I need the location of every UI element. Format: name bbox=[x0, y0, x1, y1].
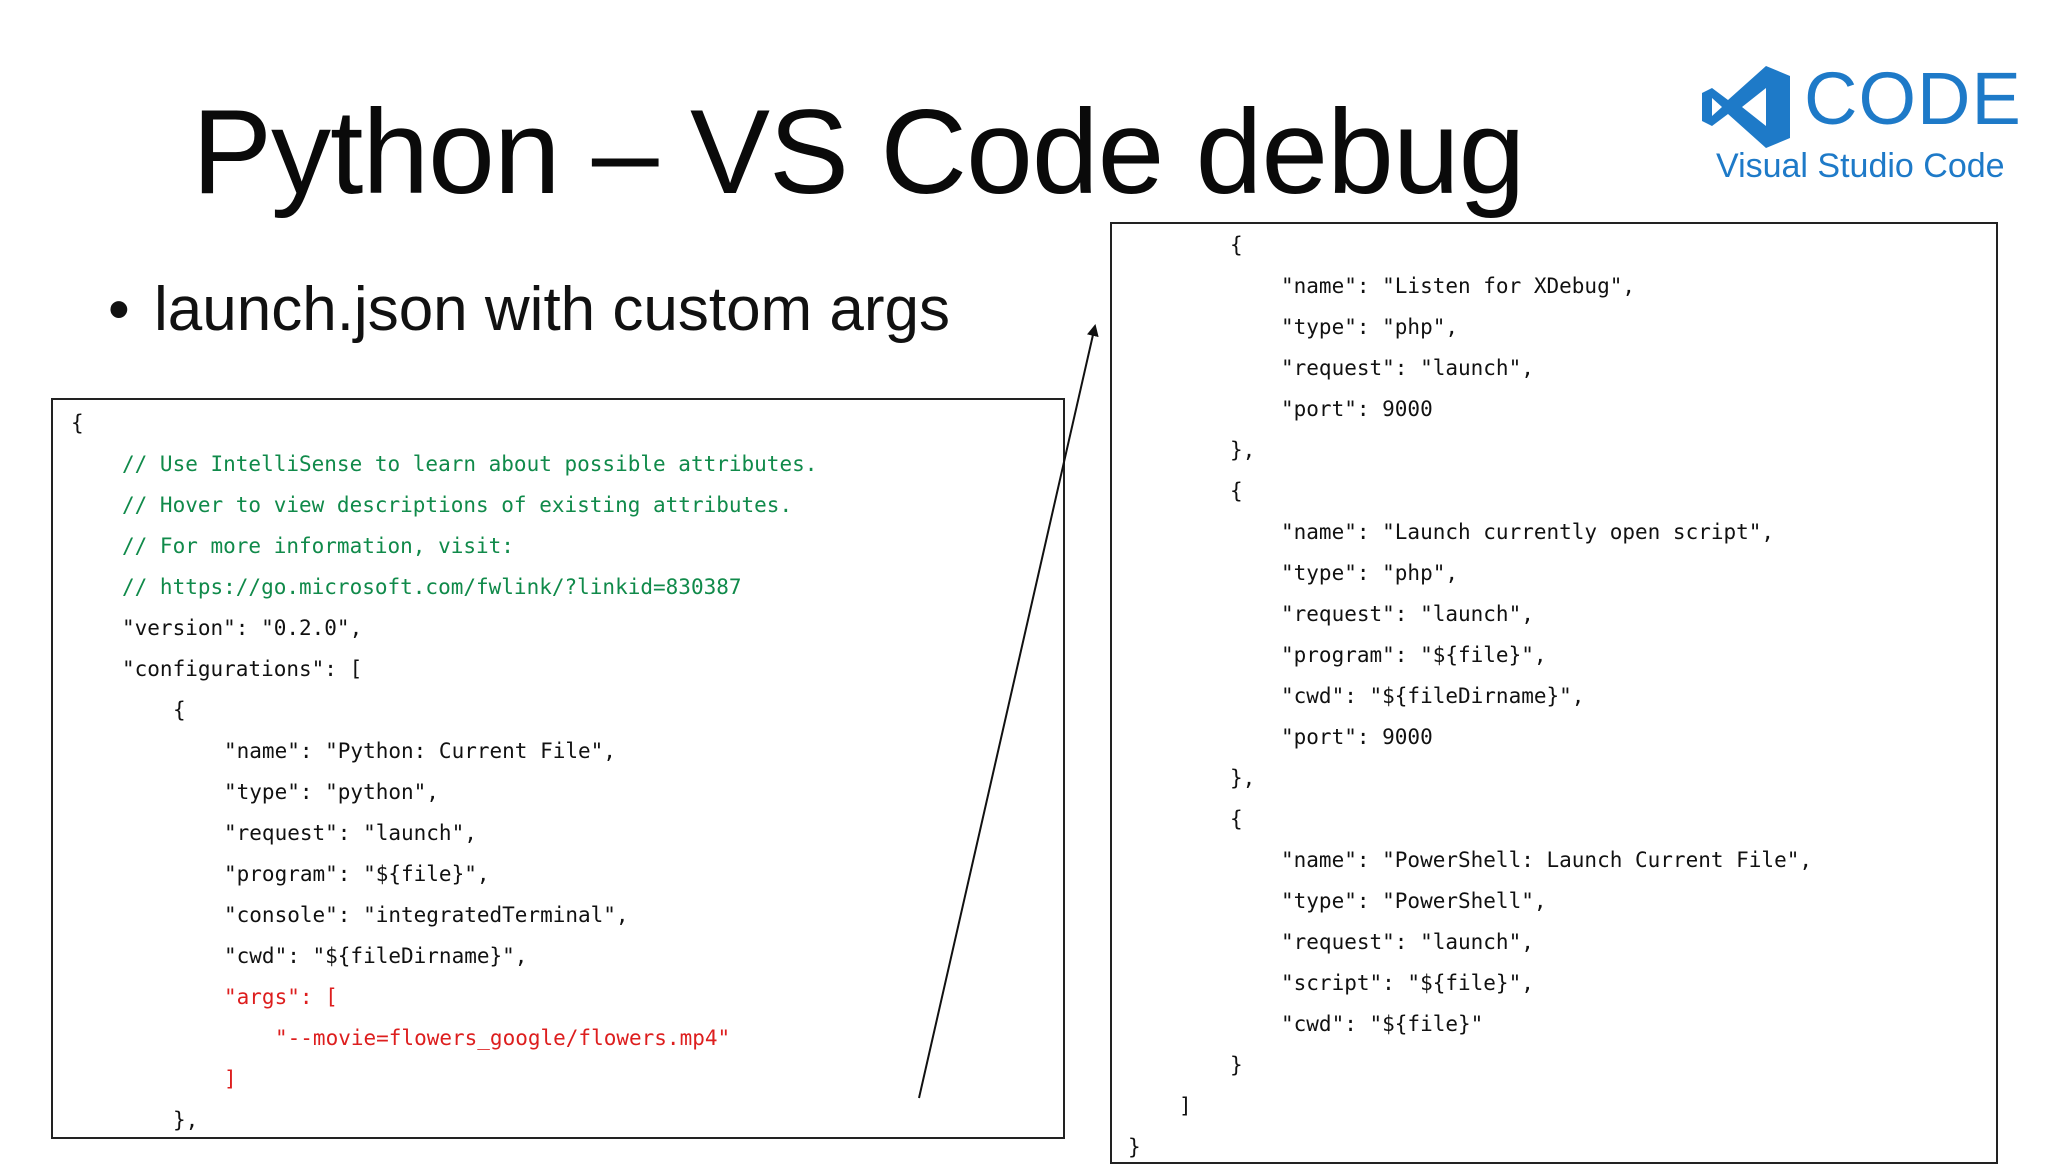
code-line: "port": 9000 bbox=[1281, 725, 1433, 749]
code-line: }, bbox=[1230, 438, 1256, 462]
logo-wordmark: CODE bbox=[1804, 57, 2022, 140]
code-line: "configurations": [ bbox=[122, 657, 363, 681]
code-line: "type": "php", bbox=[1281, 315, 1459, 339]
code-line: // Hover to view descriptions of existin… bbox=[122, 493, 793, 517]
code-line: // Use IntelliSense to learn about possi… bbox=[122, 452, 818, 476]
bullet-dot: • bbox=[108, 275, 130, 344]
code-line: "type": "python", bbox=[224, 780, 439, 804]
code-line: "name": "Python: Current File", bbox=[224, 739, 616, 763]
code-line: { bbox=[1230, 479, 1243, 503]
code-line: "cwd": "${fileDirname}", bbox=[224, 944, 528, 968]
left-code-panel: { // Use IntelliSense to learn about poss… bbox=[51, 398, 1065, 1139]
code-line: { bbox=[173, 698, 186, 722]
code-line: "request": "launch", bbox=[1281, 602, 1534, 626]
code-line: { bbox=[71, 411, 84, 435]
code-line: ] bbox=[224, 1067, 237, 1091]
code-line: } bbox=[1128, 1135, 1141, 1159]
code-line: "cwd": "${fileDirname}", bbox=[1281, 684, 1585, 708]
vscode-logo-icon bbox=[1702, 66, 1790, 148]
code-line: "cwd": "${file}" bbox=[1281, 1012, 1484, 1036]
code-line: "request": "launch", bbox=[1281, 930, 1534, 954]
code-line: "script": "${file}", bbox=[1281, 971, 1534, 995]
vscode-logo: CODE Visual Studio Code bbox=[1700, 50, 2030, 190]
code-line: "program": "${file}", bbox=[1281, 643, 1547, 667]
code-line: }, bbox=[173, 1108, 199, 1132]
logo-subtitle: Visual Studio Code bbox=[1716, 147, 2005, 185]
bullet-item: • launch.json with custom args bbox=[108, 272, 950, 348]
code-line: "console": "integratedTerminal", bbox=[224, 903, 629, 927]
slide-title: Python – VS Code debug bbox=[192, 85, 1525, 219]
code-line: "type": "php", bbox=[1281, 561, 1459, 585]
code-line: "name": "PowerShell: Launch Current File… bbox=[1281, 848, 1813, 872]
code-line: }, bbox=[1230, 766, 1256, 790]
code-line: "program": "${file}", bbox=[224, 862, 490, 886]
code-line: "--movie=flowers_google/flowers.mp4" bbox=[275, 1026, 731, 1050]
code-line: "version": "0.2.0", bbox=[122, 616, 363, 640]
code-line: "port": 9000 bbox=[1281, 397, 1433, 421]
code-line: "type": "PowerShell", bbox=[1281, 889, 1547, 913]
code-line: ] bbox=[1179, 1094, 1192, 1118]
code-line: // For more information, visit: bbox=[122, 534, 514, 558]
code-line: "name": "Launch currently open script", bbox=[1281, 520, 1775, 544]
right-code-panel: { "name": "Listen for XDebug", "type": "ph… bbox=[1110, 222, 1998, 1164]
code-line: "name": "Listen for XDebug", bbox=[1281, 274, 1636, 298]
code-line: // https://go.microsoft.com/fwlink/?link… bbox=[122, 575, 742, 599]
code-line: } bbox=[1230, 1053, 1243, 1077]
code-line: { bbox=[1230, 807, 1243, 831]
bullet-text: launch.json with custom args bbox=[154, 275, 951, 344]
code-line: "args": [ bbox=[224, 985, 338, 1009]
code-line: "request": "launch", bbox=[1281, 356, 1534, 380]
code-line: { bbox=[1230, 233, 1243, 257]
code-line: "request": "launch", bbox=[224, 821, 477, 845]
